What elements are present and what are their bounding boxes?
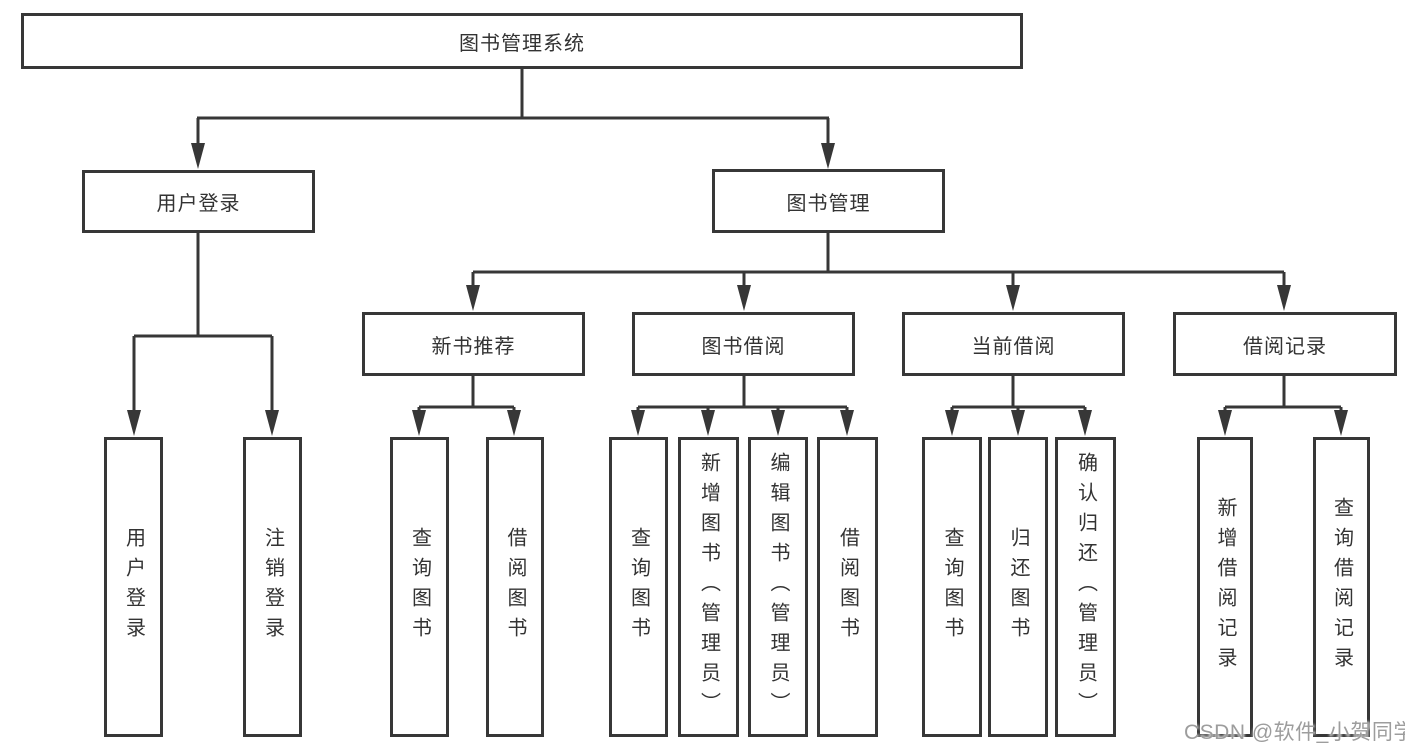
leaf-query-books-current: 查询图书 <box>922 437 982 737</box>
node-label: 借阅图书 <box>836 527 859 647</box>
node-label: 新书推荐 <box>431 335 516 358</box>
leaf-borrow-books-recommend: 借阅图书 <box>486 437 544 737</box>
connector <box>417 376 516 414</box>
node-label: 当前借阅 <box>971 335 1056 358</box>
node-label: 新增借阅记录 <box>1214 497 1236 677</box>
arrow-head <box>1334 410 1348 436</box>
arrow-head <box>466 285 480 311</box>
leaf-query-borrow-record: 查询借阅记录 <box>1313 437 1370 737</box>
arrow-head <box>1277 285 1291 311</box>
arrow-head <box>265 410 279 436</box>
leaf-add-books-admin: 新增图书（管理员） <box>678 437 739 737</box>
arrow-head <box>412 410 426 436</box>
connector <box>132 233 274 414</box>
arrow-head <box>945 410 959 436</box>
node-label: 借阅图书 <box>504 527 526 647</box>
connector <box>950 376 1087 414</box>
arrow-head <box>840 410 854 436</box>
leaf-query-books-borrow: 查询图书 <box>609 437 668 737</box>
node-label: 用户登录 <box>156 193 241 215</box>
node-book-management: 图书管理 <box>712 169 945 233</box>
arrow-head <box>191 143 205 169</box>
node-label: 查询图书 <box>941 527 963 647</box>
node-label: 图书管理系统 <box>459 32 585 55</box>
node-current-borrowing: 当前借阅 <box>902 312 1125 376</box>
arrow-head <box>1078 410 1092 436</box>
arrow-head <box>701 410 715 436</box>
arrow-head <box>631 410 645 436</box>
node-user-login: 用户登录 <box>82 170 315 233</box>
node-new-book-recommendation: 新书推荐 <box>362 312 585 376</box>
node-label: 确认归还（管理员） <box>1074 452 1097 722</box>
leaf-logout: 注销登录 <box>243 437 302 737</box>
leaf-return-books: 归还图书 <box>988 437 1048 737</box>
connector <box>636 376 849 414</box>
node-label: 编辑图书（管理员） <box>767 452 789 722</box>
node-label: 查询图书 <box>408 527 431 647</box>
leaf-confirm-return-admin: 确认归还（管理员） <box>1055 437 1116 737</box>
node-label: 图书管理 <box>786 192 871 215</box>
csdn-watermark: CSDN @软件_小贺同学 <box>1184 721 1405 744</box>
node-label: 借阅记录 <box>1243 335 1327 358</box>
node-label: 图书借阅 <box>701 335 786 358</box>
node-label: 查询借阅记录 <box>1330 497 1353 677</box>
connector <box>1223 376 1343 414</box>
arrow-head <box>127 410 141 436</box>
node-label: 查询图书 <box>627 527 650 647</box>
arrow-head <box>507 410 521 436</box>
node-library-management-system: 图书管理系统 <box>21 13 1023 69</box>
arrow-head <box>821 143 835 169</box>
node-book-borrowing: 图书借阅 <box>632 312 855 376</box>
arrow-head <box>771 410 785 436</box>
node-label: 用户登录 <box>122 527 145 647</box>
connector <box>196 69 830 148</box>
node-borrowing-records: 借阅记录 <box>1173 312 1397 376</box>
leaf-query-books-recommend: 查询图书 <box>390 437 449 737</box>
leaf-borrow-books-borrow: 借阅图书 <box>817 437 878 737</box>
connector <box>471 233 1286 290</box>
arrow-head <box>1011 410 1025 436</box>
node-label: 注销登录 <box>261 527 284 647</box>
leaf-user-login: 用户登录 <box>104 437 163 737</box>
leaf-edit-books-admin: 编辑图书（管理员） <box>748 437 808 737</box>
node-label: 新增图书（管理员） <box>697 452 720 722</box>
arrow-head <box>1218 410 1232 436</box>
arrow-head <box>1006 285 1020 311</box>
leaf-add-borrow-record: 新增借阅记录 <box>1197 437 1253 737</box>
arrow-head <box>737 285 751 311</box>
node-label: 归还图书 <box>1007 527 1029 647</box>
